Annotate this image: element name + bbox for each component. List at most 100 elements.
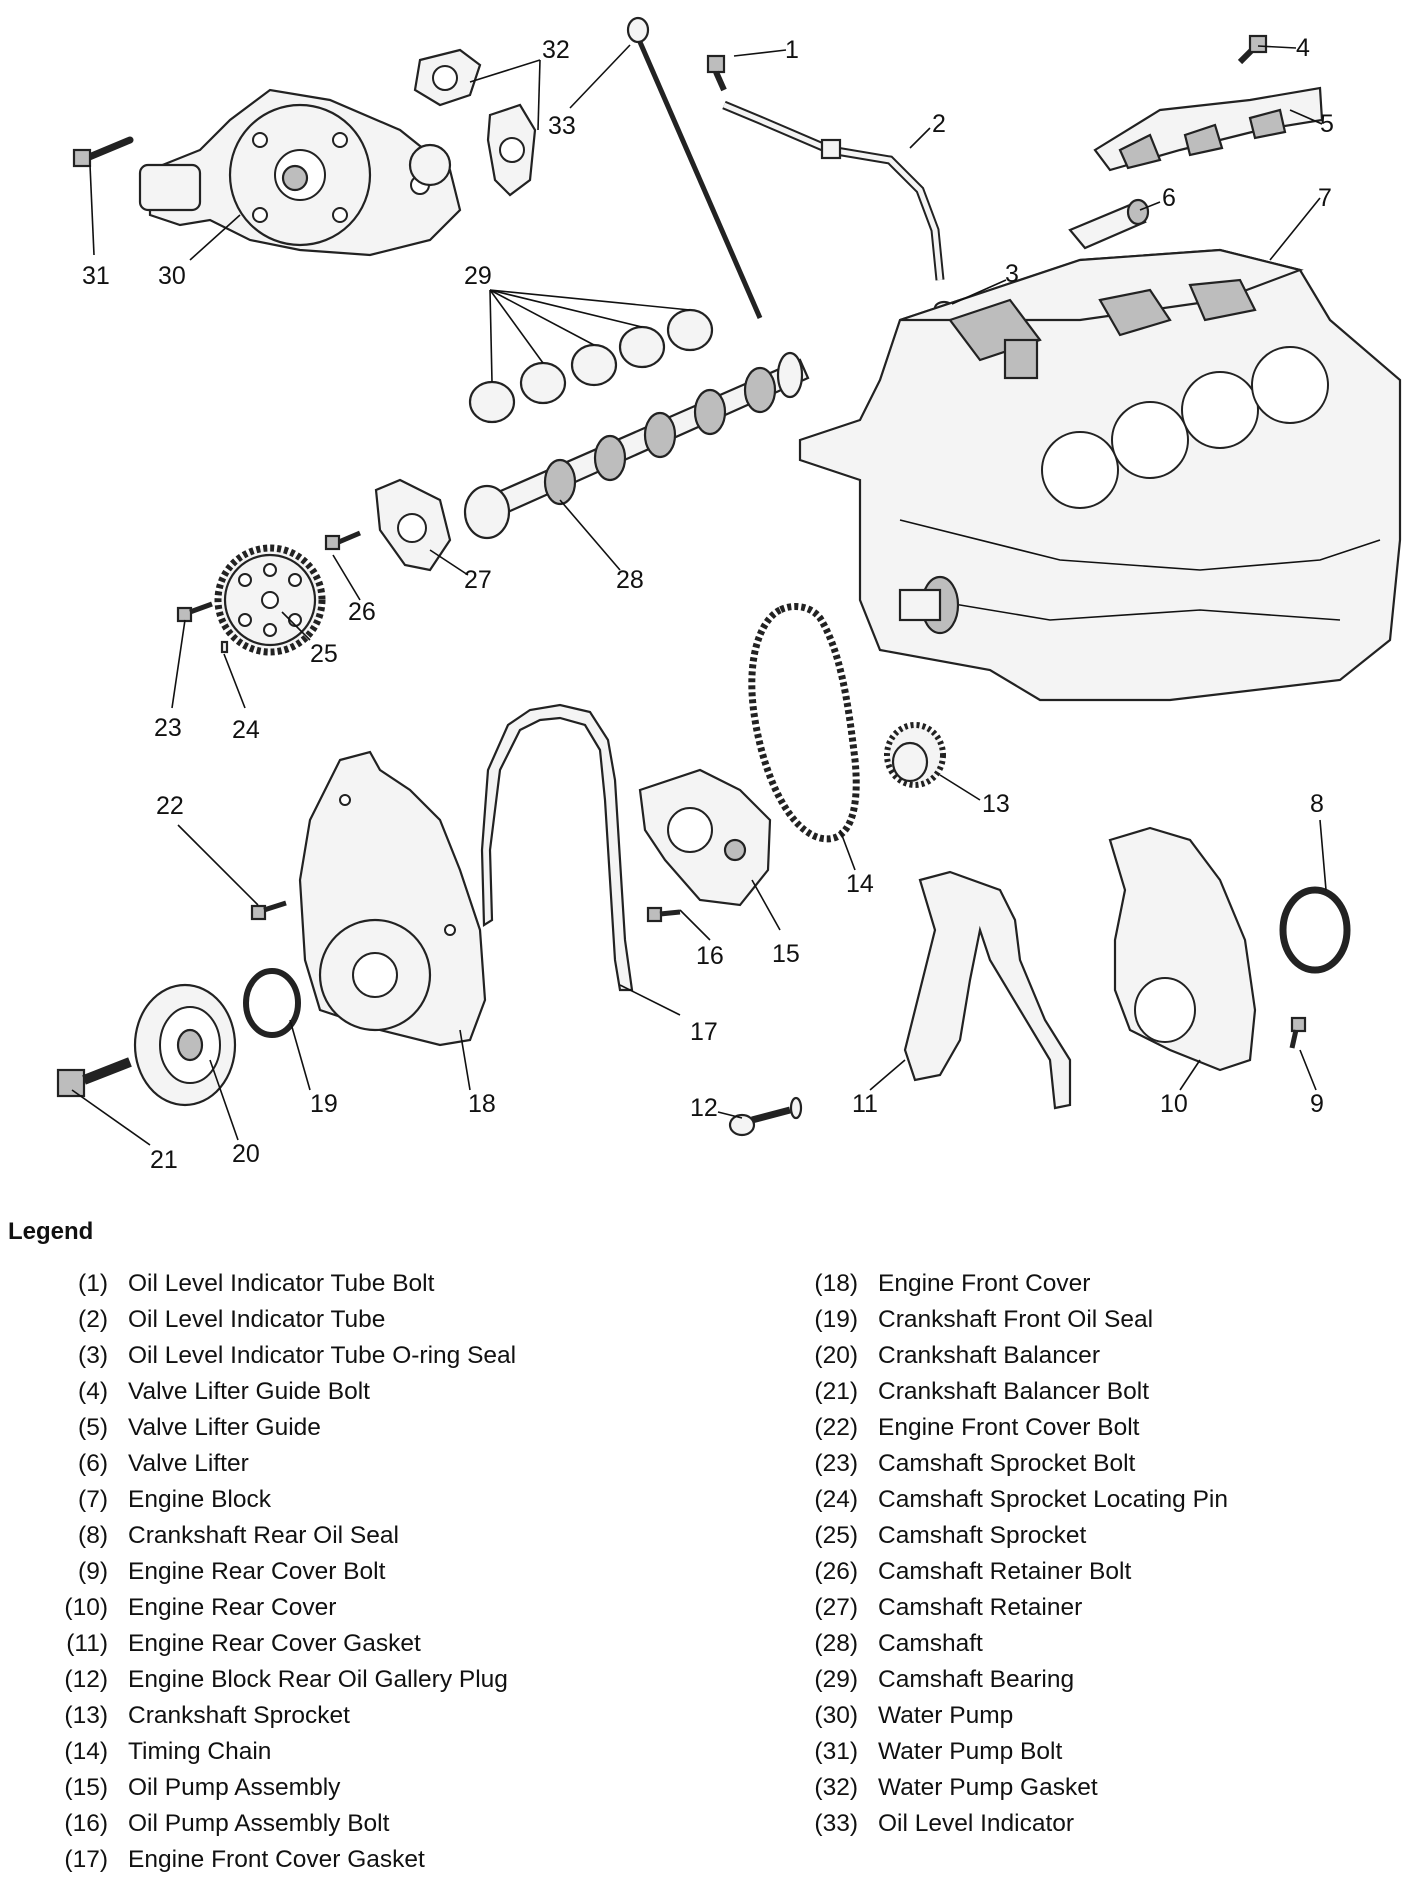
legend-item-number: (27) <box>814 1594 858 1621</box>
legend-item-number: (22) <box>814 1414 858 1441</box>
legend-item: (31) Water Pump Bolt <box>790 1734 1228 1770</box>
legend-item-label: Valve Lifter Guide Bolt <box>128 1378 370 1405</box>
legend-item-number: (28) <box>814 1630 858 1657</box>
callout-22: 22 <box>156 792 184 820</box>
legend-item-number: (26) <box>814 1558 858 1585</box>
callout-20: 20 <box>232 1140 260 1168</box>
legend-item-label: Valve Lifter Guide <box>128 1414 321 1441</box>
crankshaft-sprocket <box>884 722 946 788</box>
callout-12: 12 <box>690 1094 718 1122</box>
legend-item: (27)Camshaft Retainer <box>790 1590 1228 1626</box>
legend-item-label: Oil Pump Assembly Bolt <box>128 1810 390 1837</box>
legend-item: (17) Engine Front Cover Gasket <box>40 1842 516 1878</box>
callout-6: 6 <box>1162 184 1176 212</box>
legend-item-number: (17) <box>64 1846 108 1873</box>
water-pump <box>138 88 462 257</box>
callout-28: 28 <box>616 566 644 594</box>
oil-level-indicator <box>626 16 763 319</box>
crankshaft-balancer-bolt <box>56 1057 132 1098</box>
oil-level-indicator-tube-bolt <box>706 54 727 92</box>
engine-front-cover-bolt <box>250 900 287 921</box>
water-pump-bolt <box>72 136 134 168</box>
legend-item-number: (1) <box>78 1270 108 1297</box>
callout-27: 27 <box>464 566 492 594</box>
legend-item-label: Oil Level Indicator <box>878 1810 1075 1837</box>
legend-item-label: Water Pump Gasket <box>878 1774 1098 1801</box>
legend-column-left: (1) Oil Level Indicator Tube Bolt (2) Oil … <box>40 1266 516 1878</box>
legend-item-number: (3) <box>78 1342 108 1369</box>
crankshaft-balancer <box>133 983 237 1107</box>
callout-17: 17 <box>690 1018 718 1046</box>
legend-item: (7)Engine Block <box>40 1482 516 1518</box>
legend-item-label: Oil Level Indicator Tube <box>128 1306 386 1333</box>
legend-item: (32) Water Pump Gasket <box>790 1770 1228 1806</box>
legend-item-label: Engine Rear Cover Gasket <box>128 1630 421 1657</box>
legend-item-label: Engine Rear Cover Bolt <box>128 1558 386 1585</box>
legend-item-number: (2) <box>78 1306 108 1333</box>
legend-item-number: (29) <box>814 1666 858 1693</box>
legend-item-number: (9) <box>78 1558 108 1585</box>
callout-31: 31 <box>82 262 110 290</box>
leader-lines <box>71 44 1327 1146</box>
engine-front-cover <box>298 750 487 1047</box>
camshaft-sprocket-locating-pin <box>220 640 229 654</box>
legend-item-label: Oil Level Indicator Tube Bolt <box>128 1270 435 1297</box>
legend-item-number: (4) <box>78 1378 108 1405</box>
callout-3: 3 <box>1005 260 1019 288</box>
camshaft-retainer <box>374 478 452 572</box>
engine-rear-cover-gasket <box>903 870 1072 1110</box>
legend-item-number: (31) <box>814 1738 858 1765</box>
camshaft-bearings <box>468 308 714 424</box>
engine-rear-cover <box>1108 826 1257 1072</box>
legend-item: (16) Oil Pump Assembly Bolt <box>40 1806 516 1842</box>
callout-25: 25 <box>310 640 338 668</box>
callout-1: 1 <box>785 36 799 64</box>
engine-front-cover-gasket <box>480 703 634 992</box>
legend-item-number: (15) <box>64 1774 108 1801</box>
legend-item-number: (19) <box>814 1306 858 1333</box>
callout-24: 24 <box>232 716 260 744</box>
callout-23: 23 <box>154 714 182 742</box>
legend-item-number: (24) <box>814 1486 858 1513</box>
oil-pump-assembly <box>638 768 772 907</box>
callout-26: 26 <box>348 598 376 626</box>
callout-4: 4 <box>1296 34 1310 62</box>
legend-item-label: Camshaft Bearing <box>878 1666 1075 1693</box>
legend-item-number: (33) <box>814 1810 858 1837</box>
callout-8: 8 <box>1310 790 1324 818</box>
legend-item-number: (13) <box>64 1702 108 1729</box>
callout-9: 9 <box>1310 1090 1324 1118</box>
legend-item: (14)Timing Chain <box>40 1734 516 1770</box>
legend-item: (1) Oil Level Indicator Tube Bolt <box>40 1266 516 1302</box>
legend-item-number: (32) <box>814 1774 858 1801</box>
legend-item-number: (20) <box>814 1342 858 1369</box>
legend-item-label: Camshaft Sprocket Locating Pin <box>878 1486 1228 1513</box>
legend-item-label: Water Pump Bolt <box>878 1738 1063 1765</box>
engine-block-rear-oil-gallery-plug <box>728 1096 803 1137</box>
legend-item: (13)Crankshaft Sprocket <box>40 1698 516 1734</box>
legend-item-label: Engine Front Cover Gasket <box>128 1846 425 1873</box>
legend-item: (8)Crankshaft Rear Oil Seal <box>40 1518 516 1554</box>
legend-item-label: Crankshaft Balancer <box>878 1342 1100 1369</box>
legend-item-number: (25) <box>814 1522 858 1549</box>
legend-item-number: (16) <box>64 1810 108 1837</box>
legend-item: (20) Crankshaft Balancer <box>790 1338 1228 1374</box>
legend-item-label: Water Pump <box>878 1702 1014 1729</box>
legend-item: (29) Camshaft Bearing <box>790 1662 1228 1698</box>
camshaft <box>463 351 810 540</box>
legend-item-label: Crankshaft Front Oil Seal <box>878 1306 1154 1333</box>
legend-item-label: Camshaft Sprocket Bolt <box>878 1450 1136 1477</box>
legend-item-number: (30) <box>814 1702 858 1729</box>
water-pump-gaskets <box>413 48 537 197</box>
legend-title: Legend <box>8 1218 94 1245</box>
callout-30: 30 <box>158 262 186 290</box>
legend-item-number: (7) <box>78 1486 108 1513</box>
legend-item-label: Camshaft Retainer Bolt <box>878 1558 1132 1585</box>
oil-level-indicator-tube <box>722 100 945 281</box>
legend-item: (3)Oil Level Indicator Tube O-ring Seal <box>40 1338 516 1374</box>
callout-14: 14 <box>846 870 874 898</box>
legend-item-label: Camshaft <box>878 1630 983 1657</box>
legend-item-label: Crankshaft Rear Oil Seal <box>128 1522 399 1549</box>
legend-item: (11)Engine Rear Cover Gasket <box>40 1626 516 1662</box>
legend-column-right: (18)Engine Front Cover (19)Crankshaft Fr… <box>790 1266 1228 1842</box>
